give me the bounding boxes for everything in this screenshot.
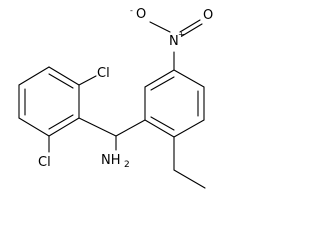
- bond: [173, 119, 205, 138]
- nitrophenyl-ring: [115, 69, 205, 138]
- amine-label: NH: [101, 153, 121, 168]
- nitro-oxygen-double-label: O: [203, 8, 213, 23]
- nitro-oxygen-charge: -: [130, 6, 133, 15]
- double-bond: [181, 23, 203, 37]
- double-bond: [150, 76, 175, 91]
- bond: [18, 117, 50, 137]
- dichlorophenyl-ring: [18, 66, 80, 137]
- bond: [173, 69, 205, 88]
- nitro-nitrogen-label: N: [169, 34, 179, 49]
- amine-subscript: 2: [124, 160, 130, 170]
- bond: [48, 117, 80, 137]
- bond: [179, 19, 201, 33]
- bond: [144, 119, 175, 138]
- bond: [149, 21, 171, 33]
- double-bond: [48, 73, 74, 89]
- double-bond: [150, 116, 175, 131]
- molecule-structure: Cl Cl NH 2 N + O - O: [18, 6, 213, 189]
- bond: [48, 66, 80, 86]
- nitro-oxygen-single-label: O: [136, 7, 146, 22]
- bond: [144, 69, 175, 88]
- bond: [78, 117, 117, 137]
- bond: [78, 75, 97, 86]
- nitro-nitrogen-charge: +: [178, 30, 185, 39]
- bond: [173, 169, 206, 189]
- double-bond: [48, 114, 74, 130]
- chlorine-bottom-label: Cl: [38, 155, 51, 170]
- bond: [18, 66, 50, 86]
- bond: [115, 119, 146, 137]
- chlorine-top-label: Cl: [97, 66, 110, 81]
